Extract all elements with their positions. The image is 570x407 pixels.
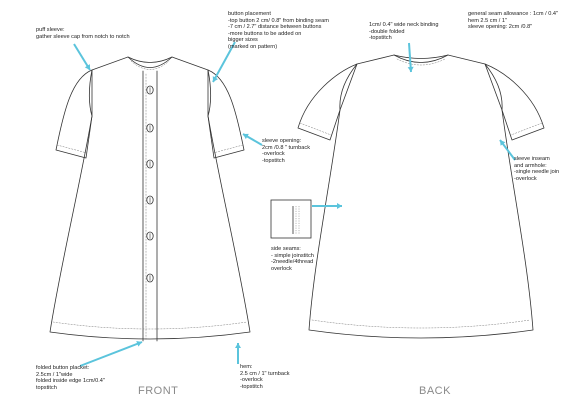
front-view-label: FRONT bbox=[138, 385, 179, 397]
arrow-puff-sleeve bbox=[73, 43, 91, 71]
back-hem-stitch bbox=[311, 319, 531, 329]
arrow-button-placement-head bbox=[212, 76, 219, 82]
puff-sleeve-note: puff sleeve: gather sleeve cap from notc… bbox=[36, 27, 130, 40]
front-left-sleeve bbox=[55, 69, 93, 159]
side-seam-detail-box bbox=[270, 199, 312, 239]
sleeve-opening-note: sleeve opening: 2cm /0.8 " turnback -ove… bbox=[262, 138, 311, 164]
seam-allowance-note: general seam allowance : 1cm / 0.4" hem … bbox=[468, 11, 558, 31]
arrow-button-placket-head bbox=[136, 341, 142, 347]
arrow-hem-head bbox=[235, 343, 241, 348]
arrow-puff-sleeve-head bbox=[84, 64, 90, 70]
hem-note: hem: 2.5 cm / 1" turnback -overlock -top… bbox=[240, 364, 290, 390]
back-right-sleeve-hem-stitch bbox=[510, 122, 543, 136]
back-left-sleeve bbox=[297, 63, 358, 141]
arrow-sleeve-opening bbox=[242, 133, 263, 146]
front-bodice bbox=[49, 56, 251, 340]
arrow-sleeve-inseam-head bbox=[500, 140, 506, 146]
arrow-button-placement-shaft bbox=[212, 41, 236, 83]
front-neck-stitch bbox=[130, 60, 170, 70]
front-hem-stitch bbox=[52, 321, 248, 330]
front-buttons bbox=[146, 85, 154, 283]
sleeve-inseam-note: sleeve inseam and armhole: -single needl… bbox=[514, 156, 560, 182]
back-left-sleeve-hem-stitch bbox=[299, 122, 332, 136]
arrow-hem bbox=[235, 343, 241, 364]
neck-binding-note: 1cm/ 0.4" wide neck binding -double fold… bbox=[369, 22, 439, 42]
arrow-side-seams bbox=[312, 203, 342, 209]
arrow-puff-sleeve-shaft bbox=[73, 43, 91, 71]
button-placement-note: button placement -top button 2 cm/ 0.8" … bbox=[228, 11, 329, 50]
front-neck-binding bbox=[127, 56, 173, 68]
back-bodice bbox=[308, 54, 534, 339]
front-view-sketch bbox=[49, 56, 251, 342]
front-left-sleeve-hem-stitch bbox=[56, 144, 88, 154]
button-placket bbox=[142, 70, 158, 342]
arrow-side-seams-head bbox=[337, 203, 342, 209]
arrow-neck-binding bbox=[407, 42, 414, 73]
back-neck-binding bbox=[393, 54, 449, 63]
back-neck-stitch bbox=[396, 58, 446, 66]
arrow-button-placement bbox=[212, 41, 236, 83]
arrow-sleeve-inseam bbox=[499, 139, 516, 161]
back-view-sketch bbox=[297, 54, 545, 339]
arrow-button-placket bbox=[79, 341, 143, 367]
callout-arrows bbox=[73, 41, 516, 367]
arrow-button-placket-shaft bbox=[79, 341, 143, 367]
button-placket-note: folded button placket: 2.5cm / 1"wide fo… bbox=[36, 365, 105, 391]
back-right-sleeve bbox=[484, 63, 545, 141]
front-right-sleeve-hem-stitch bbox=[212, 144, 244, 154]
back-view-label: BACK bbox=[419, 385, 451, 397]
side-seams-note: side seams: - simple joinstitch -2needle… bbox=[271, 246, 314, 272]
arrow-neck-binding-head bbox=[407, 66, 414, 72]
side-seam-detail bbox=[270, 199, 312, 239]
arrow-sleeve-opening-head bbox=[243, 133, 249, 140]
